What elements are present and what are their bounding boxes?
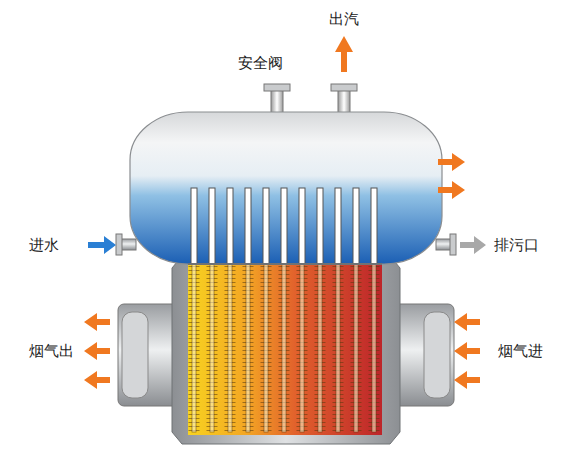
part-label: 安全阀 (238, 54, 283, 72)
heat-pipe (263, 188, 269, 264)
heat-arrow (438, 153, 465, 171)
steam-drum (130, 112, 442, 264)
heat-pipe (371, 188, 377, 264)
part-label: 烟气出 (29, 342, 74, 360)
heat-pipe (245, 188, 251, 264)
pipe-core (372, 264, 376, 432)
tube-sheet (188, 263, 382, 265)
pipe-core (246, 264, 250, 432)
pipe-core (354, 264, 358, 432)
flue-out-arrow (84, 371, 110, 389)
water-inlet-flange (116, 234, 122, 255)
heat-pipe (191, 188, 197, 264)
pipe-core (228, 264, 232, 432)
part-label: 出汽 (329, 10, 359, 28)
part-label: 烟气进 (498, 342, 543, 360)
pipe-core (192, 264, 196, 432)
pipe-core (300, 264, 304, 432)
heat-pipe (317, 188, 323, 264)
heat-pipe (227, 188, 233, 264)
flue-out-arrow (84, 313, 110, 331)
flue-outlet-opening (122, 312, 148, 398)
flue-inlet-opening (424, 312, 450, 398)
pipe-core (336, 264, 340, 432)
flue-out-arrow (84, 342, 110, 360)
pipe-core (282, 264, 286, 432)
flue-in-arrow (454, 313, 480, 331)
safety-valve-flange (264, 84, 290, 91)
drain-flange (450, 234, 456, 255)
heat-pipe (299, 188, 305, 264)
flow-arrows (84, 36, 480, 389)
steam-outlet-flange (331, 84, 357, 91)
flue-shell (172, 256, 400, 444)
part-label: 排污口 (494, 236, 539, 254)
heat-pipe (335, 188, 341, 264)
hot-gas-chamber (188, 263, 382, 435)
heat-pipe (209, 188, 215, 264)
heat-pipe (353, 188, 359, 264)
heat-pipe (281, 188, 287, 264)
steam-arrow (335, 36, 353, 72)
flue-in-arrow (454, 342, 480, 360)
flue-in-arrow (454, 371, 480, 389)
pipe-core (318, 264, 322, 432)
part-label: 进水 (29, 236, 59, 254)
drain-arrow (460, 236, 486, 254)
pipe-core (264, 264, 268, 432)
heat-pipes-upper (191, 188, 377, 264)
water-in-arrow (88, 236, 116, 254)
pipe-core (210, 264, 214, 432)
heat-pipe-cores (192, 264, 376, 432)
heat-arrow (438, 181, 465, 199)
